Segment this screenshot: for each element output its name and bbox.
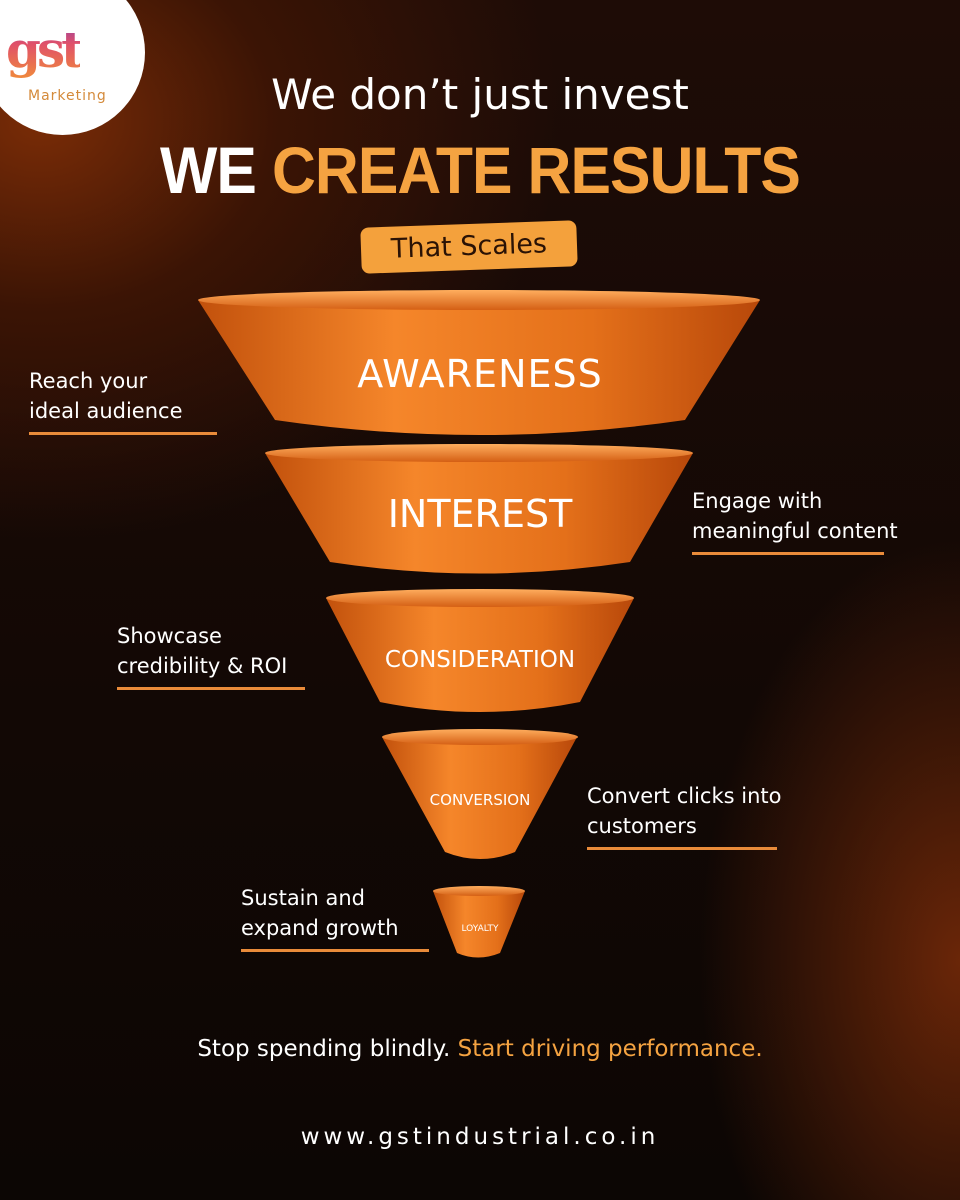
note-line: ideal audience <box>29 399 183 423</box>
funnel-segment-conversion <box>382 729 578 859</box>
note-underline <box>241 949 429 952</box>
website-url: www.gstindustrial.co.in <box>300 1124 660 1150</box>
funnel-segment-loyalty <box>433 886 525 958</box>
note-underline <box>29 432 217 435</box>
note-loyalty: Sustain and expand growth <box>241 883 429 952</box>
funnel-segment-awareness <box>198 290 760 435</box>
note-line: meaningful content <box>692 519 898 543</box>
note-underline <box>587 847 777 850</box>
funnel-segment-consideration <box>326 589 634 712</box>
funnel-label-conversion: CONVERSION <box>429 791 531 809</box>
note-line: credibility & ROI <box>117 654 288 678</box>
note-line: Engage with <box>692 489 823 513</box>
note-underline <box>692 552 884 555</box>
headline-main: WE CREATE RESULTS <box>38 132 921 208</box>
note-underline <box>117 687 305 690</box>
note-line: Reach your <box>29 369 148 393</box>
tagline-orange: Start driving performance. <box>457 1036 763 1062</box>
note-awareness: Reach your ideal audience <box>29 366 217 435</box>
note-conversion: Convert clicks into customers <box>587 781 782 850</box>
funnel-label-interest: INTEREST <box>387 492 573 536</box>
note-line: Convert clicks into <box>587 784 782 808</box>
funnel-label-consideration: CONSIDERATION <box>384 647 576 673</box>
tagline: Stop spending blindly. Start driving per… <box>0 1036 960 1062</box>
headline-intro: We don’t just invest <box>271 70 689 119</box>
logo-mark: gst <box>6 20 84 79</box>
note-consideration: Showcase credibility & ROI <box>117 621 305 690</box>
funnel-label-awareness: AWARENESS <box>357 352 603 396</box>
note-line: Sustain and <box>241 886 366 910</box>
tagline-white: Stop spending blindly. <box>197 1036 451 1062</box>
brand-logo: gst Marketing <box>0 0 145 135</box>
note-interest: Engage with meaningful content <box>692 486 898 555</box>
note-line: Showcase <box>117 624 222 648</box>
logo-subtitle: Marketing <box>28 88 107 104</box>
headline-we: WE <box>160 133 257 207</box>
note-line: customers <box>587 814 697 838</box>
note-line: expand growth <box>241 916 399 940</box>
headline-create-results: CREATE RESULTS <box>271 133 801 207</box>
funnel-label-loyalty: LOYALTY <box>461 924 499 934</box>
funnel-segment-interest <box>265 444 693 574</box>
